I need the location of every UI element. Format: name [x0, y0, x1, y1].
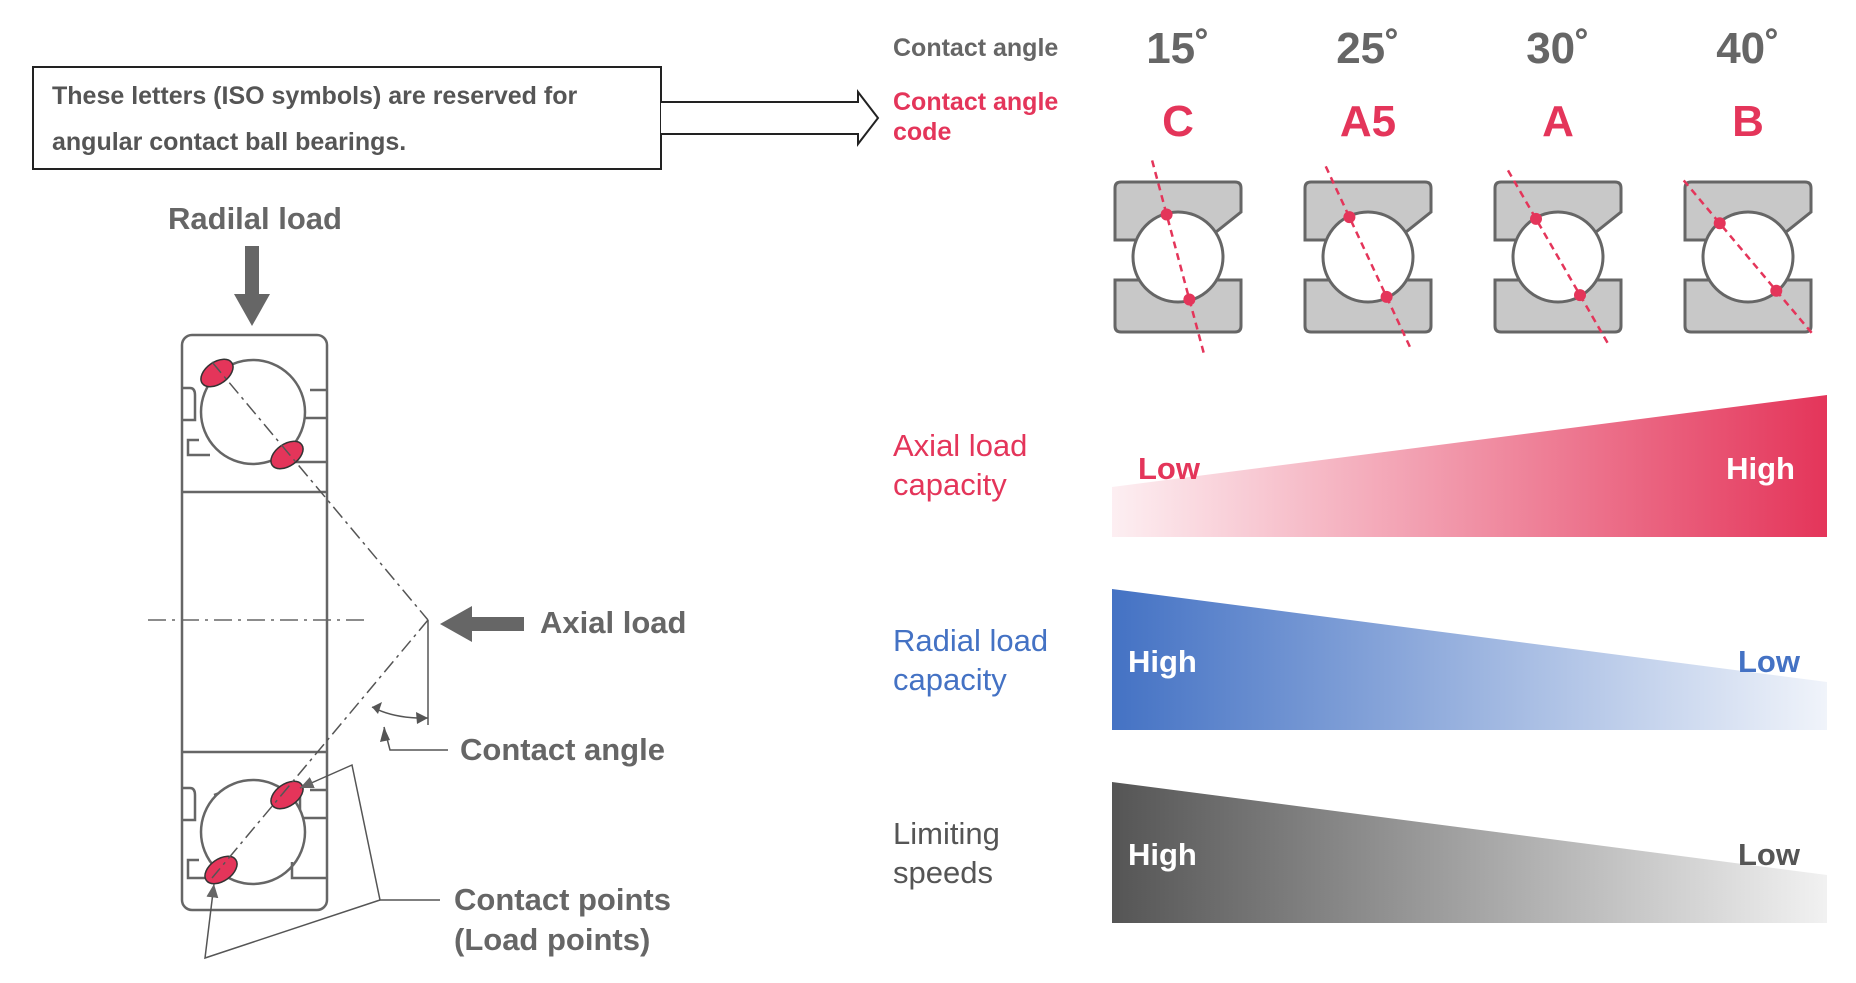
inner-ring — [1113, 278, 1243, 334]
axial-bar-label-line2: capacity — [893, 467, 1007, 502]
angle-column-b: 40˚ B — [1682, 24, 1814, 335]
axial-load-label: Axial load — [540, 605, 686, 640]
angle-column-a5: 25˚A5 — [1303, 24, 1433, 349]
axial-load-bar: Axial load capacity Low High — [893, 395, 1827, 537]
contact-point — [1530, 212, 1542, 225]
contact-point — [1343, 211, 1356, 224]
radial-load-arrow-shaft — [245, 246, 259, 296]
bearing-cross-section: Radilal load — [148, 201, 686, 960]
limiting-speeds-bar: Limiting speeds High Low — [893, 782, 1827, 923]
angle-code: A5 — [1340, 97, 1396, 146]
radial-bar-right-value: Low — [1738, 644, 1801, 679]
axial-bar-left-value: Low — [1138, 451, 1201, 486]
limiting-bar-label-line1: Limiting — [893, 816, 1000, 851]
contact-point — [1574, 289, 1586, 302]
iso-note-line2: angular contact ball bearings. — [52, 128, 406, 156]
angle-code: B — [1732, 97, 1764, 146]
contact-point — [1183, 293, 1196, 306]
contact-point — [1770, 284, 1783, 297]
axial-load-arrow-icon — [440, 606, 472, 642]
axial-load-arrow-shaft — [470, 617, 524, 631]
radial-bar-label-line1: Radial load — [893, 623, 1048, 658]
limiting-bar-right-value: Low — [1738, 837, 1801, 872]
angle-code: A — [1542, 97, 1574, 146]
radial-load-arrow-icon — [234, 294, 270, 326]
bearing-outline — [180, 333, 329, 912]
contact-line — [1150, 160, 1206, 354]
radial-load-label: Radilal load — [168, 201, 342, 236]
contact-line — [1324, 165, 1412, 349]
angle-column-c: 15˚ C — [1113, 24, 1243, 354]
radial-bar-left-value: High — [1128, 644, 1197, 679]
header-code-line1: Contact angle — [893, 88, 1058, 116]
contact-line — [1506, 169, 1610, 345]
contact-point — [1380, 290, 1393, 303]
angle-code: C — [1162, 97, 1194, 146]
radial-load-gradient — [1112, 589, 1827, 730]
contact-line — [1682, 179, 1814, 335]
limiting-bar-label-line2: speeds — [893, 855, 993, 890]
contact-point — [1160, 208, 1173, 221]
capacity-bars: Axial load capacity Low High Radial load… — [893, 395, 1827, 923]
header-code-line2: code — [893, 118, 951, 146]
contact-point — [1713, 217, 1726, 230]
inner-ring — [1303, 278, 1433, 334]
angle-value: 25˚ — [1336, 24, 1400, 73]
angle-value: 40˚ — [1716, 24, 1780, 73]
iso-note-line1: These letters (ISO symbols) are reserved… — [52, 82, 577, 110]
limiting-bar-left-value: High — [1128, 837, 1197, 872]
angle-value: 15˚ — [1146, 24, 1210, 73]
radial-load-bar: Radial load capacity High Low — [893, 589, 1827, 730]
axial-bar-label-line1: Axial load — [893, 428, 1027, 463]
radial-bar-label-line2: capacity — [893, 662, 1007, 697]
callout-arrow-icon — [661, 89, 880, 147]
limiting-speeds-gradient — [1112, 782, 1827, 923]
inner-ring — [1493, 278, 1623, 334]
iso-note-callout: These letters (ISO symbols) are reserved… — [32, 66, 880, 170]
contact-points-label-line2: (Load points) — [454, 922, 650, 957]
axial-load-gradient — [1112, 395, 1827, 537]
axial-bar-right-value: High — [1726, 451, 1795, 486]
top-contact-point-outer — [200, 358, 234, 388]
angle-code-header: Contact angle Contact angle code — [893, 34, 1058, 146]
angle-column-a: 30˚ A — [1493, 24, 1623, 345]
angle-value: 30˚ — [1526, 24, 1590, 73]
contact-angle-label: Contact angle — [460, 732, 665, 767]
contact-points-label-line1: Contact points — [454, 882, 671, 917]
header-contact-angle: Contact angle — [893, 34, 1058, 62]
